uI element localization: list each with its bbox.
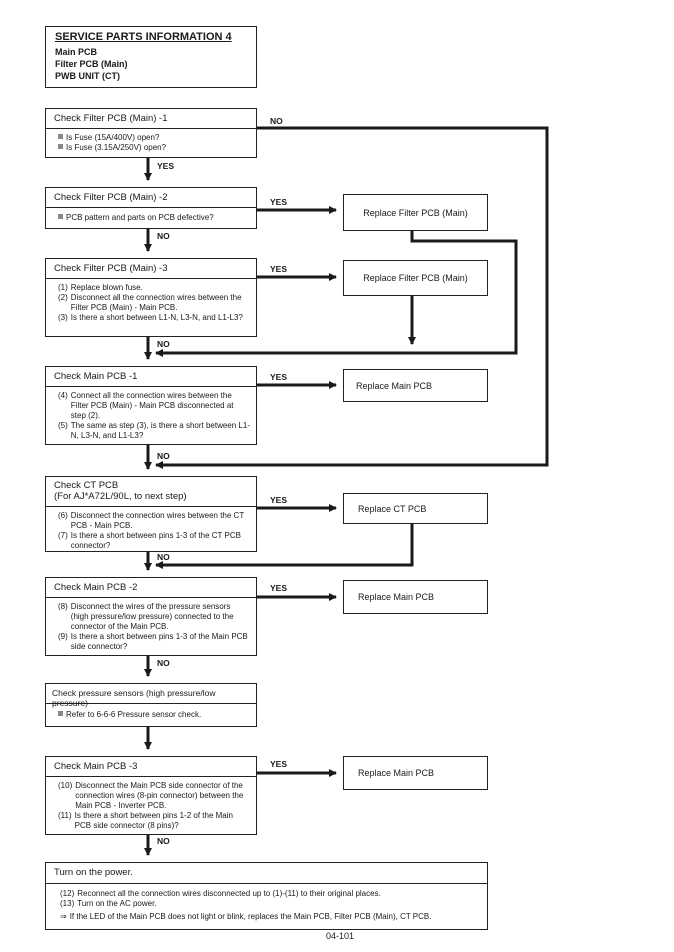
step-num: (6) [58,511,68,520]
step-body: PCB pattern and parts on PCB defective? [46,208,256,225]
label-no-2: NO [157,231,170,241]
title-line-filter-pcb: Filter PCB (Main) [55,59,128,69]
step-header: Turn on the power. [46,863,487,884]
step-header: Check Main PCB -1 [46,367,256,387]
title-line-pwb-unit: PWB UNIT (CT) [55,71,120,81]
step-check-main-pcb-3: Check Main PCB -3 (10)Disconnect the Mai… [45,756,257,835]
label-no-6: NO [157,658,170,668]
step-num: (2) [58,293,68,302]
step-num: (13) [60,899,75,908]
step-num: (9) [58,632,68,641]
bullet-icon [58,214,63,219]
step-num: (10) [58,781,73,790]
step-item: The same as step (3), is there a short b… [70,421,250,440]
step-header: Check Filter PCB (Main) -1 [46,109,256,129]
step-item: Disconnect the connection wires between … [70,511,245,530]
page-number: 04-101 [326,931,355,941]
title-line-main-pcb: Main PCB [55,47,98,57]
label-no-1: NO [270,116,283,126]
label-yes-3: YES [270,264,288,274]
bullet-icon [58,711,63,716]
step-check-main-pcb-2: Check Main PCB -2 (8)Disconnect the wire… [45,577,257,656]
step-check-ct-pcb: Check CT PCB (For AJ*A72L/90L, to next s… [45,476,257,552]
label-yes-4: YES [270,372,288,382]
step-body: (6)Disconnect the connection wires betwe… [46,507,256,553]
result-replace-filter-pcb-2: Replace Filter PCB (Main) [343,260,488,296]
result-replace-ct-pcb: Replace CT PCB [343,493,488,524]
step-item: Is Fuse (3.15A/250V) open? [66,143,167,152]
step-body: (10)Disconnect the Main PCB side connect… [46,777,256,833]
bullet-icon [58,144,63,149]
step-item: Replace blown fuse. [70,283,143,292]
result-replace-main-pcb-2: Replace Main PCB [343,580,488,614]
step-body: (8)Disconnect the wires of the pressure … [46,598,256,654]
step-header: Check Filter PCB (Main) -3 [46,259,256,279]
step-num: (4) [58,391,68,400]
step-header: Check Main PCB -2 [46,578,256,598]
step-item: Is there a short between L1-N, L3-N, and… [70,313,243,322]
step-check-main-pcb-1: Check Main PCB -1 (4)Connect all the con… [45,366,257,445]
step-num: (12) [60,889,75,898]
step-body: (12)Reconnect all the connection wires d… [46,884,487,924]
step-body: (4)Connect all the connection wires betw… [46,387,256,443]
label-yes-6: YES [270,583,288,593]
step-item: Is Fuse (15A/400V) open? [66,133,160,142]
label-yes-5: YES [270,495,288,505]
step-item: Is there a short between pins 1-3 of the… [70,632,248,651]
step-num: (11) [58,811,72,820]
step-check-filter-pcb-3: Check Filter PCB (Main) -3 (1)Replace bl… [45,258,257,337]
step-body: Is Fuse (15A/400V) open? Is Fuse (3.15A/… [46,129,256,155]
result-replace-filter-pcb-1: Replace Filter PCB (Main) [343,194,488,231]
step-item: PCB pattern and parts on PCB defective? [66,213,214,222]
label-yes-2: YES [270,197,288,207]
label-yes-8: YES [270,759,288,769]
step-header: Check CT PCB (For AJ*A72L/90L, to next s… [46,477,256,507]
page-title: SERVICE PARTS INFORMATION 4 [55,31,232,43]
label-no-8: NO [157,836,170,846]
step-item: Is there a short between pins 1-3 of the… [70,531,241,550]
label-no-5: NO [157,552,170,562]
label-no-3: NO [157,339,170,349]
step-header: Check Filter PCB (Main) -2 [46,188,256,208]
title-block: SERVICE PARTS INFORMATION 4 Main PCB Fil… [45,26,257,88]
step-body: Refer to 6-6-6 Pressure sensor check. [46,704,256,722]
step-header: Check Main PCB -3 [46,757,256,777]
label-yes-1: YES [157,161,175,171]
step-num: (3) [58,313,68,322]
step-item: If the LED of the Main PCB does not ligh… [69,912,432,921]
result-replace-main-pcb-1: Replace Main PCB [343,369,488,402]
step-item: Connect all the connection wires between… [70,391,234,420]
step-num: (5) [58,421,68,430]
step-header-sub: (For AJ*A72L/90L, to next step) [54,491,187,502]
step-turn-on-power: Turn on the power. (12)Reconnect all the… [45,862,488,930]
step-item: Disconnect the Main PCB side connector o… [75,781,244,810]
label-no-4: NO [157,451,170,461]
step-item: Is there a short between pins 1-2 of the… [74,811,233,830]
step-num: (7) [58,531,68,540]
step-item: Turn on the AC power. [77,899,157,908]
step-item: Refer to 6-6-6 Pressure sensor check. [66,710,202,719]
step-item: Reconnect all the connection wires disco… [77,889,381,898]
arrow-icon: ⇒ [60,912,67,921]
step-check-filter-pcb-2: Check Filter PCB (Main) -2 PCB pattern a… [45,187,257,229]
step-num: (1) [58,283,68,292]
step-check-filter-pcb-1: Check Filter PCB (Main) -1 Is Fuse (15A/… [45,108,257,158]
step-header-title: Check CT PCB [54,480,119,491]
step-item: Disconnect all the connection wires betw… [70,293,242,312]
step-check-pressure-sensors: Check pressure sensors (high pressure/lo… [45,683,257,727]
step-header: Check pressure sensors (high pressure/lo… [46,684,256,708]
step-num: (8) [58,602,68,611]
bullet-icon [58,134,63,139]
step-item: Disconnect the wires of the pressure sen… [70,602,234,631]
result-replace-main-pcb-3: Replace Main PCB [343,756,488,790]
step-body: (1)Replace blown fuse. (2)Disconnect all… [46,279,256,325]
